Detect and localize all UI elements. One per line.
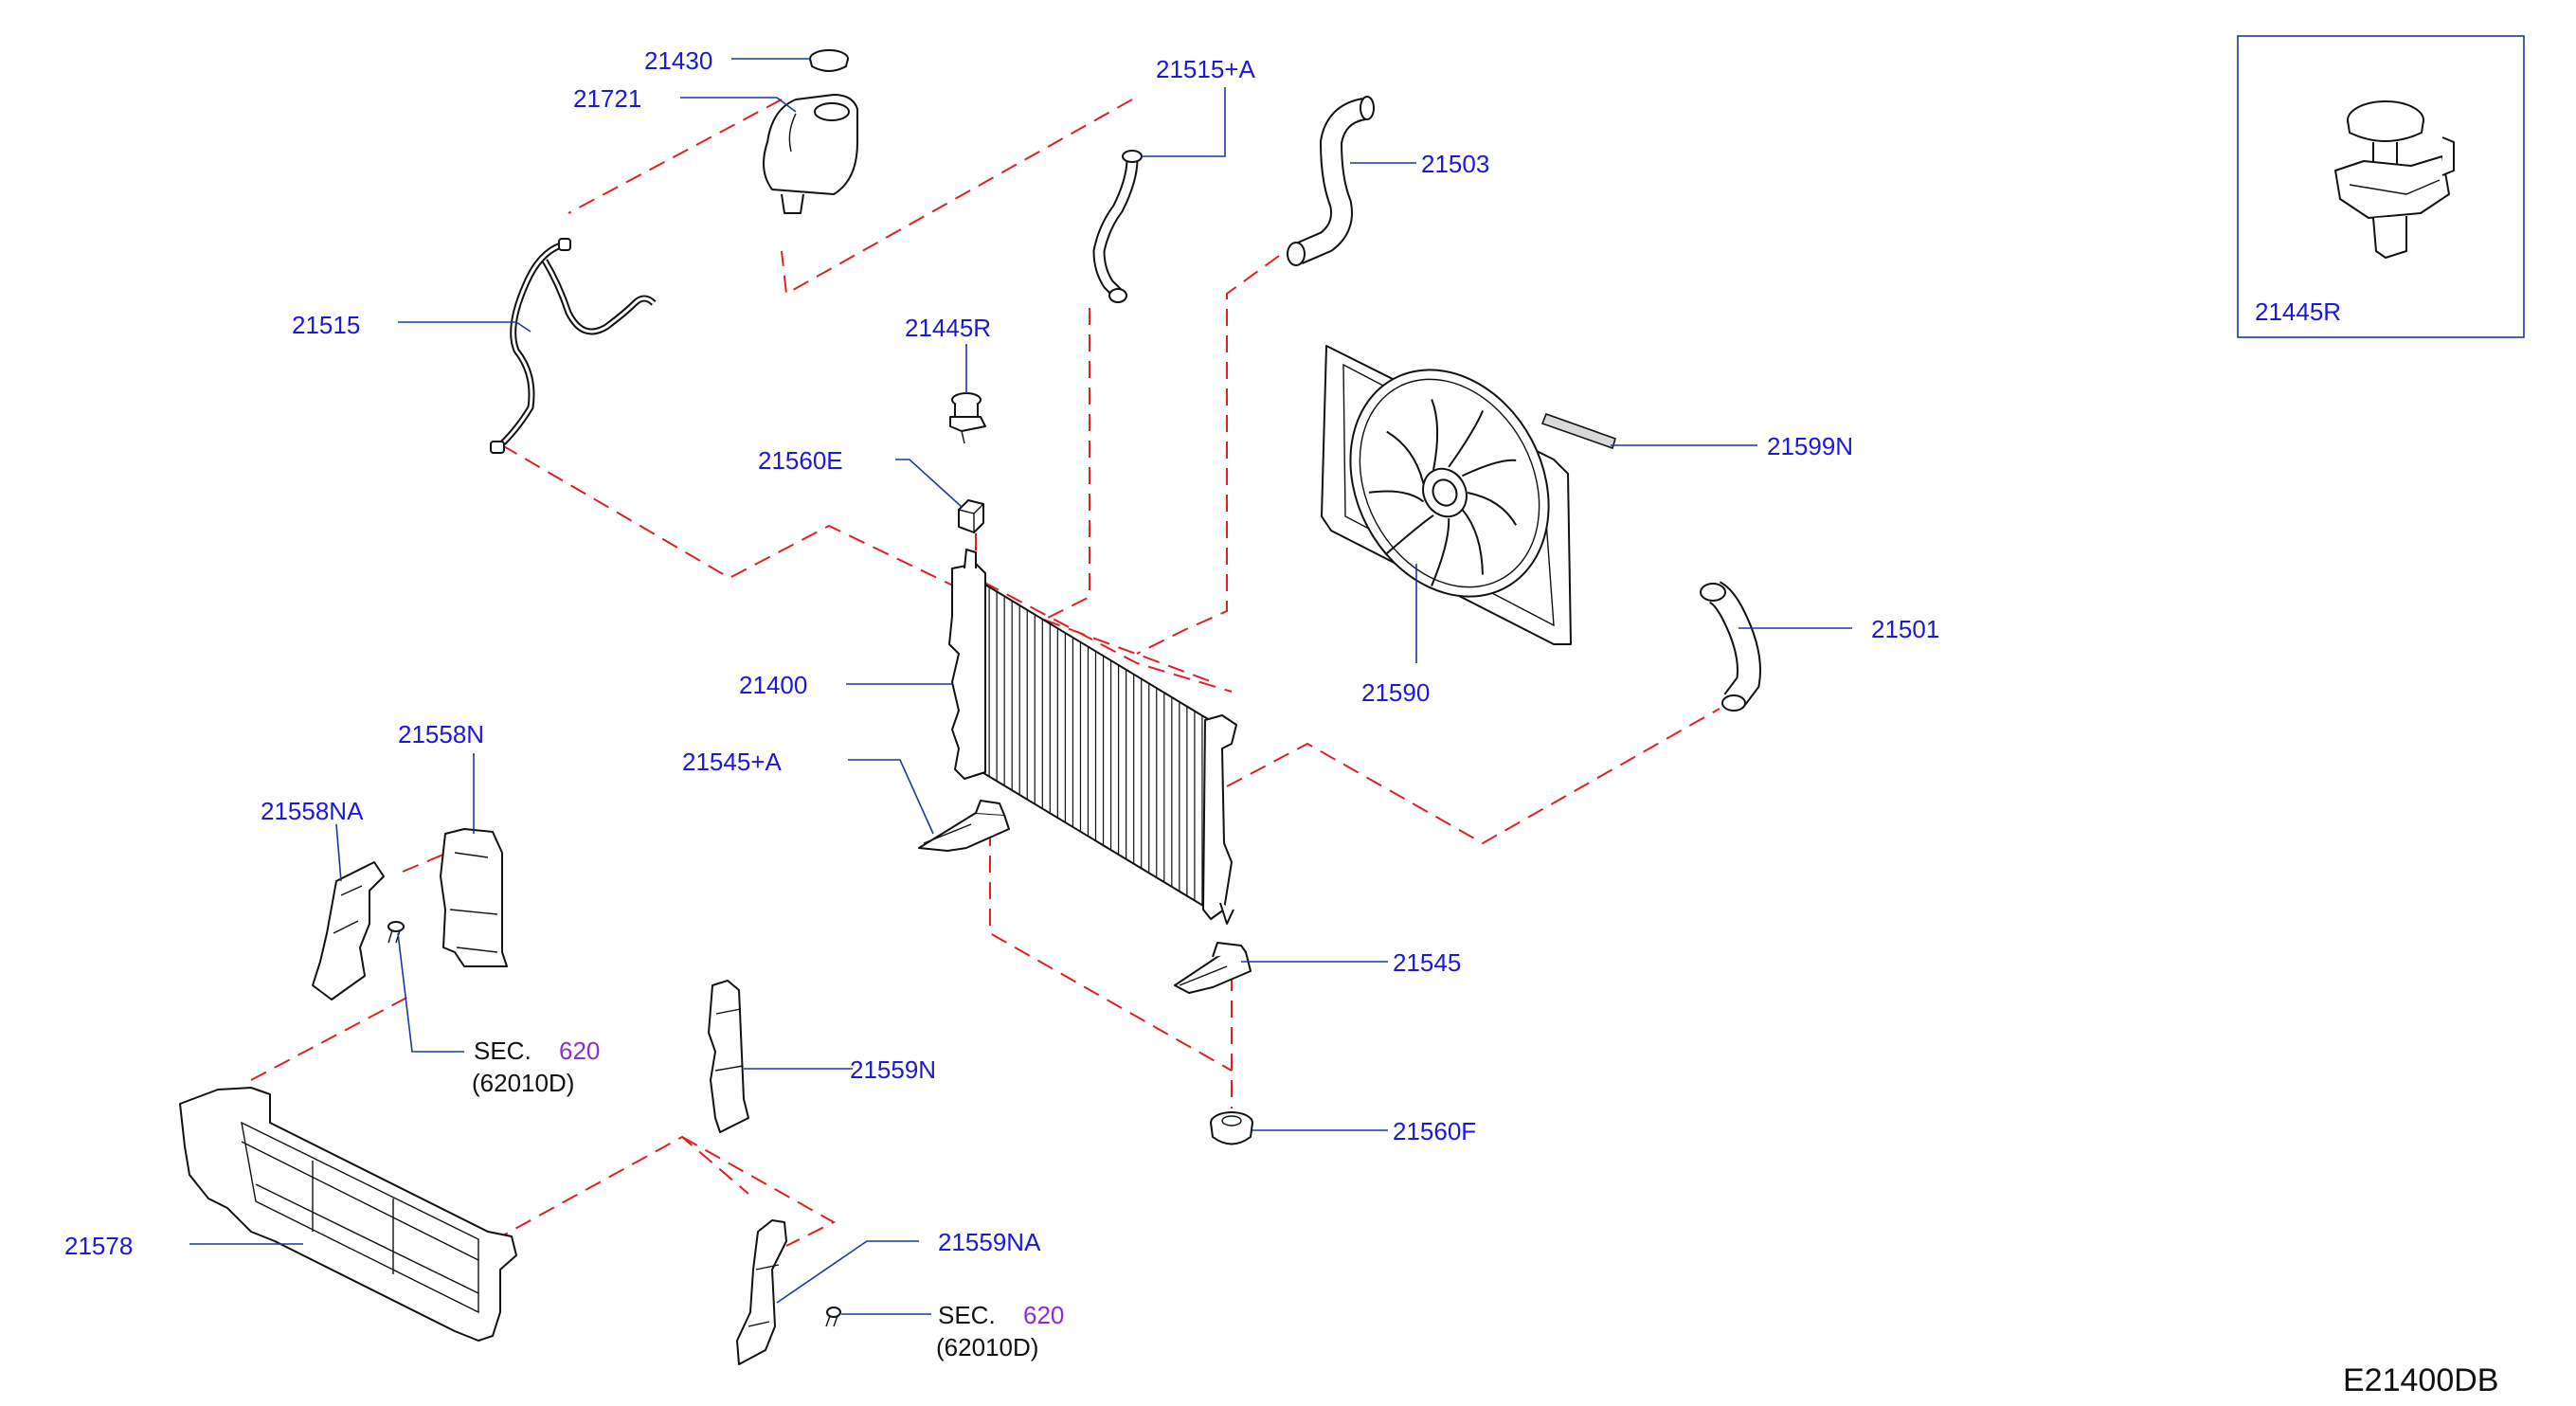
clip-21445r	[949, 392, 986, 444]
air-guide-21559na	[736, 1219, 787, 1365]
label-21560f: 21560F	[1393, 1117, 1476, 1145]
air-guide-21558n	[440, 828, 508, 967]
overflow-hose-21515	[490, 238, 657, 454]
inset-21445r	[2237, 35, 2525, 338]
fan-blade	[1431, 518, 1450, 586]
label-21599n: 21599N	[1767, 432, 1853, 460]
label-21558na: 21558NA	[261, 797, 364, 825]
fan-blade	[1467, 492, 1518, 526]
mount-21560e	[958, 499, 984, 533]
label-21590: 21590	[1361, 678, 1430, 707]
fan-shroud-21590	[1321, 345, 1572, 645]
fan-blade	[1386, 430, 1425, 484]
label-inset-21445r: 21445R	[2255, 297, 2341, 326]
sec-sub: (62010D)	[472, 1069, 574, 1097]
upper-hose-21503	[1287, 96, 1375, 266]
fan-blade	[1386, 514, 1434, 554]
caution-label-21599n	[1540, 412, 1616, 450]
part-labels: 21430 21721 21515 21515+A 21503 21445R 2…	[64, 46, 2341, 1260]
fan-blade	[1448, 410, 1484, 468]
bracket-21545a	[918, 800, 1010, 852]
bolt-upper	[387, 921, 405, 944]
reservoir-cap-21430	[809, 49, 849, 72]
label-21503: 21503	[1421, 150, 1489, 178]
label-21558n: 21558N	[398, 720, 484, 748]
label-21559na: 21559NA	[938, 1228, 1041, 1256]
sec-prefix: SEC.	[938, 1301, 996, 1329]
section-ref-2: SEC. 620 (62010D)	[936, 1301, 1064, 1361]
reservoir-tank-21721	[763, 94, 858, 214]
sec-number: 620	[1023, 1301, 1064, 1329]
fan-blade	[1461, 509, 1484, 575]
fan-blade	[1461, 459, 1517, 478]
label-21559n: 21559N	[850, 1055, 936, 1084]
label-21545: 21545	[1393, 948, 1461, 977]
label-21515: 21515	[292, 311, 360, 339]
sec-sub: (62010D)	[936, 1333, 1038, 1361]
sec-prefix: SEC.	[474, 1036, 531, 1065]
label-21515a: 21515+A	[1156, 55, 1255, 83]
section-ref-1: SEC. 620 (62010D)	[472, 1036, 600, 1097]
label-21560e: 21560E	[758, 446, 843, 475]
label-21445r: 21445R	[905, 314, 991, 342]
label-21545a: 21545+A	[682, 748, 782, 776]
fan-blade	[1368, 490, 1425, 503]
diagram-code: E21400DB	[2343, 1362, 2498, 1398]
label-21400: 21400	[739, 671, 807, 699]
bracket-21545	[1174, 942, 1252, 994]
label-21578: 21578	[64, 1232, 133, 1260]
mount-21560f	[1210, 1111, 1253, 1145]
hose-21515a	[1092, 150, 1143, 303]
label-21501: 21501	[1871, 615, 1939, 643]
radiator-21400	[948, 549, 1237, 925]
label-21430: 21430	[644, 46, 712, 75]
fan-blades	[1368, 399, 1518, 586]
air-guide-21559n	[708, 980, 749, 1133]
lower-hose-21501	[1700, 581, 1761, 712]
leader-lines	[189, 58, 1852, 1315]
label-21721: 21721	[573, 84, 641, 113]
fan-blade	[1431, 399, 1439, 471]
air-guide-21558na	[312, 861, 385, 1000]
air-duct-21578	[179, 1087, 517, 1342]
bolt-lower	[825, 1307, 841, 1327]
sec-number: 620	[559, 1036, 600, 1065]
